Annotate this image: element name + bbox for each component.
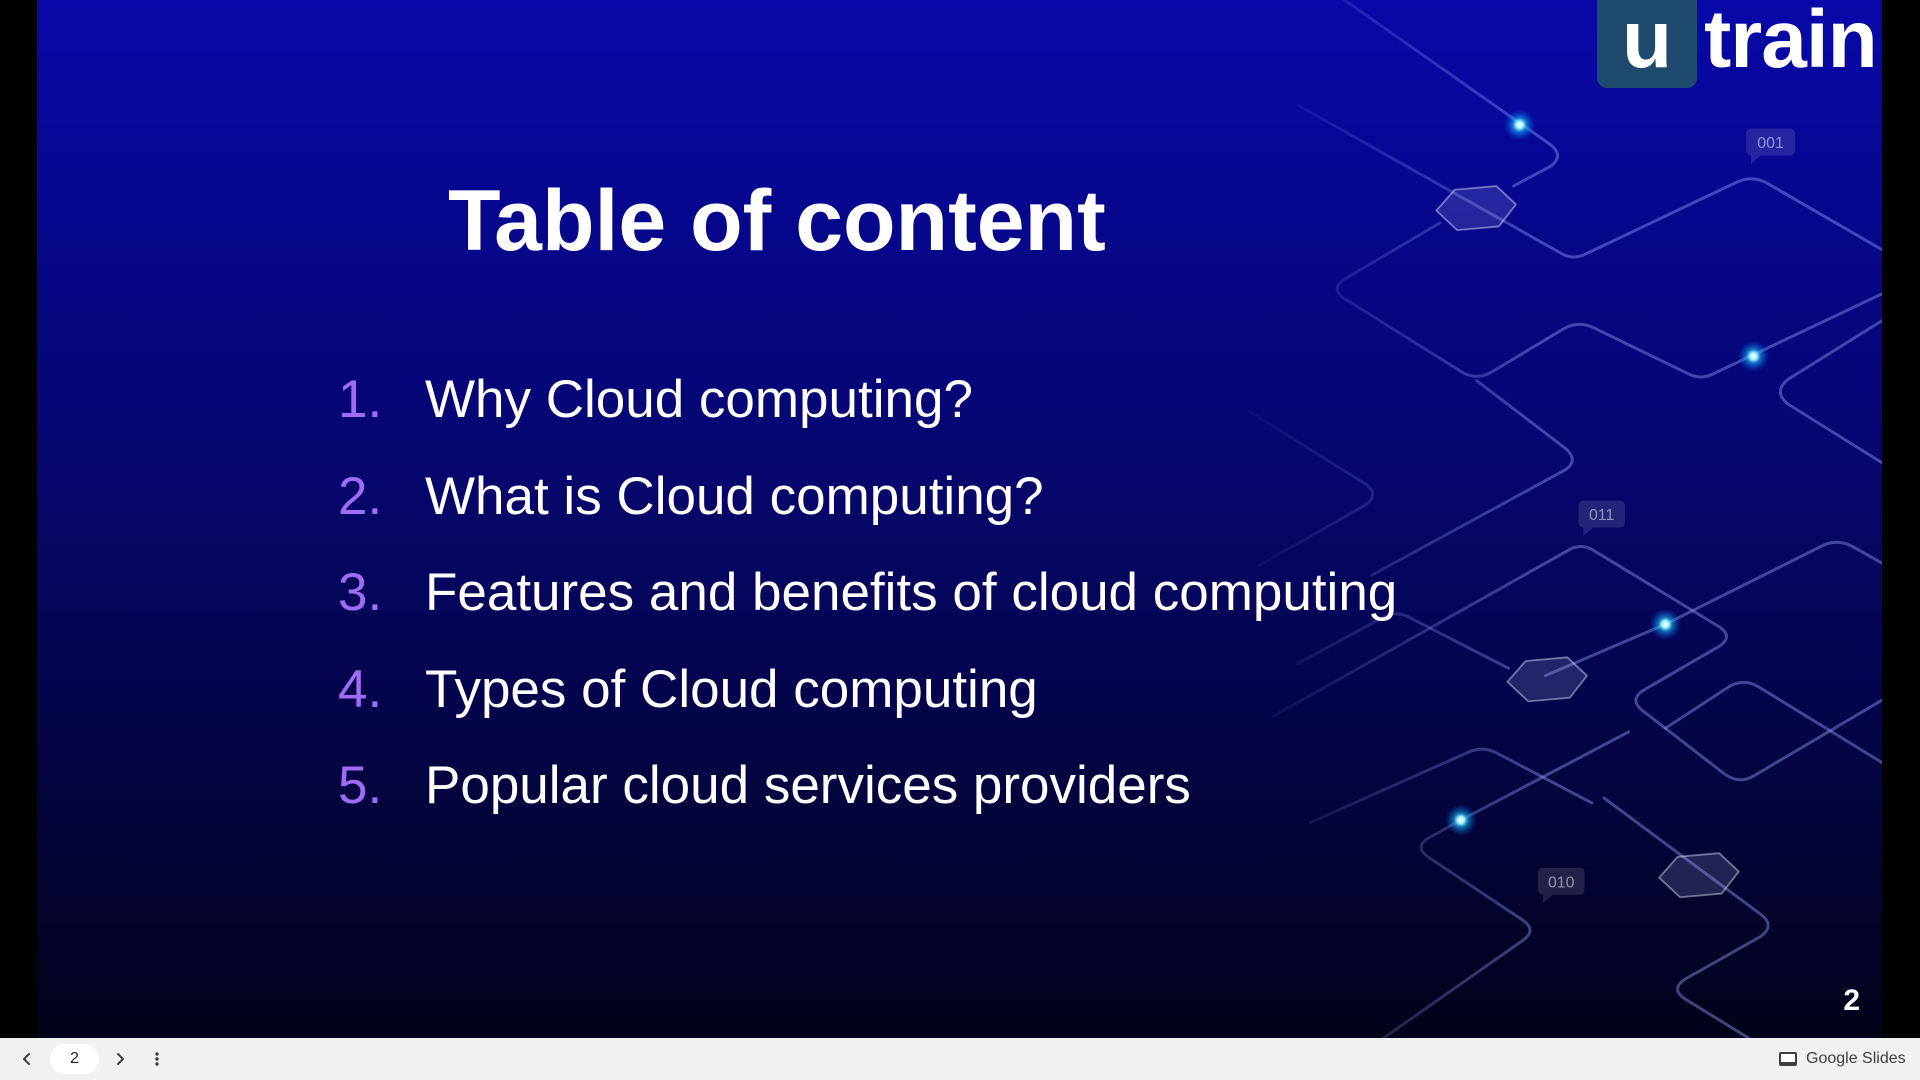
binary-label-011: 011 bbox=[1578, 500, 1625, 537]
toc-item-number: 2. bbox=[338, 466, 383, 526]
hexagon-shape bbox=[1506, 656, 1588, 703]
previous-slide-button[interactable] bbox=[15, 1047, 39, 1071]
binary-label-010: 010 bbox=[1537, 867, 1585, 904]
google-slides-link[interactable]: Google Slides bbox=[1778, 1038, 1906, 1080]
toc-item-text: Features and benefits of cloud computing bbox=[425, 563, 1398, 622]
circuit-line bbox=[1335, 221, 1882, 379]
circuit-line bbox=[1382, 730, 1631, 1038]
slides-icon bbox=[1779, 1052, 1797, 1066]
glow-dot bbox=[1737, 340, 1770, 373]
logo-letter: u bbox=[1621, 0, 1673, 85]
toc-item: 5. Popular cloud services providers bbox=[338, 738, 1397, 835]
hexagon-shape bbox=[1658, 852, 1740, 899]
hexagon-shapes bbox=[1435, 185, 1740, 899]
toc-item-text: Popular cloud services providers bbox=[425, 756, 1191, 815]
binary-label-001: 001 bbox=[1746, 128, 1796, 165]
circuit-line bbox=[1272, 545, 1882, 782]
circuit-line bbox=[1308, 747, 1594, 825]
circuit-line bbox=[1296, 612, 1511, 670]
toc-item: 4. Types of Cloud computing bbox=[338, 642, 1397, 739]
hexagon-shape bbox=[1435, 185, 1517, 232]
circuit-lines bbox=[1247, 0, 1882, 1038]
glow-dots bbox=[1444, 108, 1770, 837]
logo-mark: u bbox=[1597, 0, 1697, 88]
circuit-line bbox=[1247, 409, 1375, 567]
more-options-button[interactable] bbox=[145, 1047, 169, 1071]
glow-dot bbox=[1649, 608, 1682, 641]
more-vertical-icon bbox=[155, 1052, 159, 1066]
circuit-line bbox=[1543, 540, 1882, 678]
binary-label-text: 011 bbox=[1589, 507, 1615, 524]
circuit-line bbox=[1602, 796, 1770, 1038]
circuit-line bbox=[1778, 319, 1882, 465]
table-of-contents-list: 1. Why Cloud computing? 2. What is Cloud… bbox=[338, 352, 1397, 835]
toc-item: 3. Features and benefits of cloud comput… bbox=[338, 545, 1397, 642]
logo-wordmark: train bbox=[1704, 0, 1878, 85]
slide-number-input[interactable] bbox=[50, 1044, 99, 1074]
toc-item-number: 3. bbox=[338, 563, 383, 622]
circuit-line bbox=[1370, 379, 1574, 577]
slide-number: 2 bbox=[1843, 984, 1860, 1017]
toc-item: 2. What is Cloud computing? bbox=[338, 449, 1397, 546]
toc-item-text: What is Cloud computing? bbox=[425, 466, 1044, 526]
binary-label-text: 001 bbox=[1757, 135, 1784, 152]
next-slide-button[interactable] bbox=[108, 1047, 132, 1071]
presentation-toolbar: Google Slides bbox=[0, 1038, 1920, 1080]
glow-dot bbox=[1444, 804, 1477, 837]
binary-label-text: 010 bbox=[1548, 874, 1575, 891]
toc-item-number: 1. bbox=[338, 370, 383, 429]
chevron-left-icon bbox=[23, 1053, 30, 1065]
toc-item: 1. Why Cloud computing? bbox=[338, 352, 1397, 449]
toc-item-text: Why Cloud computing? bbox=[425, 370, 973, 429]
circuit-network-decoration: 001 011 010 bbox=[1247, 0, 1882, 1038]
chevron-right-icon bbox=[117, 1053, 124, 1065]
circuit-line bbox=[1343, 0, 1560, 188]
toc-item-text: Types of Cloud computing bbox=[425, 659, 1038, 719]
brand-name: Google Slides bbox=[1806, 1050, 1906, 1067]
toc-item-number: 5. bbox=[338, 756, 383, 815]
slide-canvas: 001 011 010 u train Table of content 1. … bbox=[37, 0, 1882, 1038]
toc-item-number: 4. bbox=[338, 659, 383, 719]
circuit-line bbox=[1663, 680, 1882, 765]
glow-dot bbox=[1503, 108, 1536, 141]
slide-title: Table of content bbox=[448, 173, 1106, 269]
circuit-line bbox=[1296, 103, 1882, 259]
